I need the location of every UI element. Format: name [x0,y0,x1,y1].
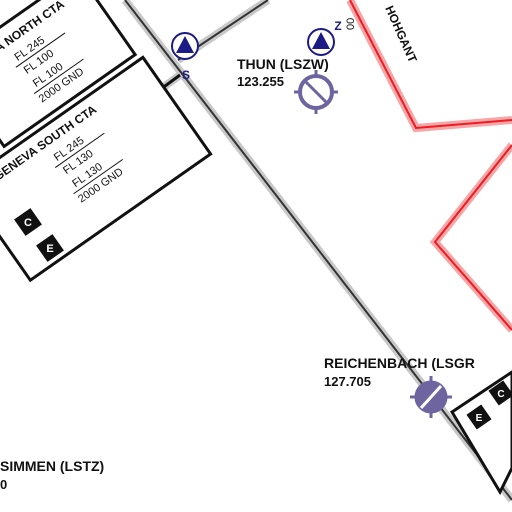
restricted-area-boundary-east [429,142,512,333]
airfield-frequency: 127.705 [324,374,371,389]
east-cta-box: C E [449,370,512,496]
east-class-e-badge: E [466,404,492,430]
airfield-reichenbach[interactable]: REICHENBACH (LSGR 127.705 [324,355,475,418]
airfield-frequency: 123.255 [237,74,284,89]
svg-text:C: C [24,217,32,229]
area-altitude-fragment: 00 [345,18,357,30]
airfield-name: SIMMEN (LSTZ) [0,458,104,474]
airspace-class-e-badge: E [36,234,64,262]
restricted-area-boundary [346,0,512,133]
svg-text:E: E [476,413,483,424]
airfield-frequency: 0 [0,477,7,492]
limit-divider [15,32,66,68]
limit-divider-2 [33,58,84,94]
reporting-point-id: S [182,68,190,82]
limit-divider-2 [73,158,124,195]
reporting-point-id: Z [334,19,341,33]
east-class-c-badge: C [488,380,512,406]
geneva-north-cta-box: GENEVA NORTH CTA FL 245 FL 100 FL 100 20… [0,0,138,149]
svg-text:C: C [497,389,504,400]
reporting-point-s[interactable]: S [171,32,199,82]
airfield-simmen[interactable]: SIMMEN (LSTZ) 0 [0,458,104,492]
cta-box-frame [0,0,138,149]
airfield-name: THUN (LSZW) [237,56,329,72]
airfield-icon [294,70,338,114]
svg-text:E: E [46,243,53,255]
airfield-icon [410,376,452,418]
limit-divider [54,132,105,168]
airway-route [121,0,512,503]
airfield-thun[interactable]: THUN (LSZW) 123.255 [237,56,338,114]
airspace-class-c-badge: C [14,208,42,236]
airfield-name: REICHENBACH (LSGR [324,355,475,371]
reporting-point-z[interactable]: Z [307,19,342,56]
